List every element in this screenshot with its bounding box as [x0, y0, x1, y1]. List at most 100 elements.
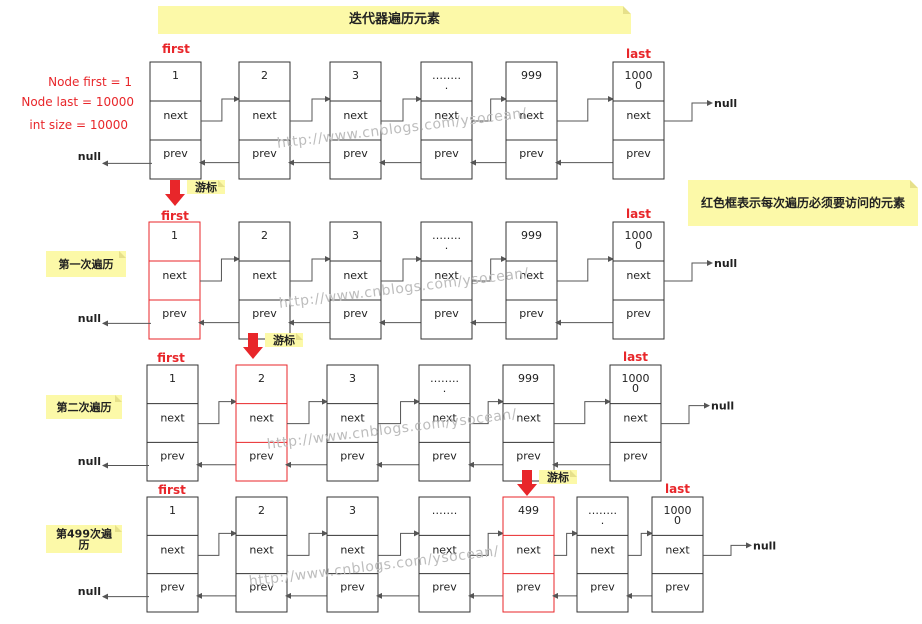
next-arrow-0-2: [381, 96, 422, 122]
last-null-arrow-2: [661, 402, 710, 425]
cursor-label-2: 游标: [273, 333, 295, 347]
node-next-3-3: next: [432, 543, 457, 556]
node-value-1-3: ……...: [432, 229, 461, 252]
node-next-2-3: next: [432, 412, 457, 425]
node-prev-3-2: prev: [340, 581, 365, 594]
cursor-arrow-2-head: [243, 347, 263, 359]
next-arrow-2-4: [554, 398, 611, 425]
cursor-label-0-fold: [218, 180, 225, 187]
node-prev-2-0: prev: [160, 449, 185, 462]
node-0-0: [149, 61, 202, 180]
row-label-2-bg: [46, 395, 122, 419]
last-null-arrow-1: [664, 260, 713, 282]
next-arrow-1-1: [290, 256, 331, 282]
node-value-0-1: 2: [261, 69, 268, 82]
next-arrow-2-3: [470, 398, 504, 425]
next-arrow-2-1: [287, 398, 328, 425]
node-value-1-1: 2: [261, 229, 268, 242]
node-prev-2-4: prev: [516, 449, 541, 462]
node-prev-1-1: prev: [252, 307, 277, 320]
next-arrow-3-4: [554, 530, 578, 556]
next-arrow-1-2: [381, 256, 422, 282]
next-arrow-0-1: [290, 96, 331, 122]
node-next-2-5: next: [623, 412, 648, 425]
next-arrow-3-5: [628, 530, 653, 556]
node-value-3-3: …….: [432, 504, 458, 517]
null-left-3: null: [78, 585, 101, 598]
first-label-1: first: [161, 209, 189, 223]
info-first: Node first = 1: [48, 75, 132, 89]
node-prev-1-4: prev: [519, 307, 544, 320]
null-left-2: null: [78, 455, 101, 468]
cursor-label-3: 游标: [547, 470, 569, 484]
last-label-3: last: [665, 482, 690, 496]
null-left-0: null: [78, 150, 101, 163]
row-label-1-bg: [46, 251, 126, 277]
first-label-3: first: [158, 483, 186, 497]
node-2-2: [326, 364, 379, 482]
node-prev-1-5: prev: [626, 307, 651, 320]
row-label-3-fold: [115, 525, 122, 532]
node-2-0: [146, 364, 199, 482]
node-prev-2-5: prev: [623, 449, 648, 462]
info-last: Node last = 10000: [21, 95, 134, 109]
next-arrow-0-3: [472, 96, 507, 122]
node-prev-0-2: prev: [343, 147, 368, 160]
node-prev-3-6: prev: [665, 581, 690, 594]
node-next-0-1: next: [252, 109, 277, 122]
node-next-1-5: next: [626, 269, 651, 282]
row-label-1: 第一次遍历: [59, 257, 114, 271]
cursor-label-2-bg: [265, 333, 303, 347]
node-prev-0-5: prev: [626, 147, 651, 160]
title-note: 迭代器遍历元素: [158, 6, 631, 34]
node-prev-3-4: prev: [516, 581, 541, 594]
node-1-0: [148, 221, 201, 340]
node-prev-0-4: prev: [519, 147, 544, 160]
node-1-1: [238, 221, 291, 340]
next-arrow-0-4: [557, 96, 614, 122]
cursor-arrow-3-shaft: [522, 470, 532, 484]
node-value-2-4: 999: [518, 372, 539, 385]
node-next-2-2: next: [340, 412, 365, 425]
node-value-1-0: 1: [171, 229, 178, 242]
node-next-1-2: next: [343, 269, 368, 282]
node-3-5: [576, 496, 629, 613]
row-label-1-fold: [119, 251, 126, 258]
node-value-0-0: 1: [172, 69, 179, 82]
node-0-4: [505, 61, 558, 180]
node-prev-0-3: prev: [434, 147, 459, 160]
node-next-0-2: next: [343, 109, 368, 122]
node-next-0-4: next: [519, 109, 544, 122]
cursor-label-2-fold: [296, 333, 303, 340]
node-3-4: [502, 496, 555, 613]
node-value-2-1: 2: [258, 372, 265, 385]
node-next-3-5: next: [590, 543, 615, 556]
info-size: int size = 10000: [29, 118, 128, 132]
last-label-2: last: [623, 350, 648, 364]
node-value-1-2: 3: [352, 229, 359, 242]
cursor-label-3-bg: [539, 470, 577, 484]
node-prev-3-3: prev: [432, 581, 457, 594]
node-2-4: [502, 364, 555, 482]
node-prev-2-1: prev: [249, 449, 274, 462]
node-1-5: [612, 221, 665, 340]
node-prev-0-0: prev: [163, 147, 188, 160]
node-1-3: [420, 221, 473, 340]
node-next-3-0: next: [160, 543, 185, 556]
last-null-arrow-3: [703, 542, 752, 556]
node-next-1-1: next: [252, 269, 277, 282]
row-label-2-fold: [115, 395, 122, 402]
node-next-3-4: next: [516, 543, 541, 556]
node-0-5: [612, 61, 665, 180]
node-value-0-4: 999: [521, 69, 542, 82]
node-3-1: [235, 496, 288, 613]
title-text: 迭代器遍历元素: [348, 12, 440, 27]
node-value-1-4: 999: [521, 229, 542, 242]
next-arrow-1-3: [472, 256, 507, 282]
node-prev-3-1: prev: [249, 581, 274, 594]
node-value-2-3: ……...: [430, 372, 459, 395]
node-next-1-3: next: [434, 269, 459, 282]
null-right-3: null: [753, 539, 776, 552]
